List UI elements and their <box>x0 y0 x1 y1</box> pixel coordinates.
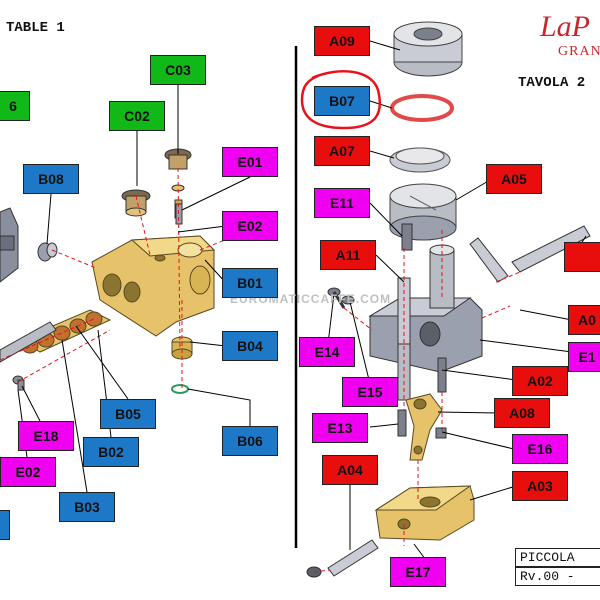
label-e16: E16 <box>512 434 568 464</box>
title-block-name: PICCOLA <box>515 548 600 567</box>
label-a09: A09 <box>314 26 370 56</box>
label-a11: A11 <box>320 240 376 270</box>
label-6-text: 6 <box>9 98 17 114</box>
left-table-title: TABLE 1 <box>6 20 65 36</box>
screw-e01 <box>175 203 183 225</box>
label-a05: A05 <box>486 164 542 194</box>
brand-subtitle: GRAN <box>558 44 600 59</box>
label-e18: E18 <box>18 421 74 451</box>
pin-a0 <box>511 225 591 273</box>
label-e17: E17 <box>390 557 446 587</box>
screw-e13 <box>397 409 407 437</box>
screw-e18 <box>12 375 25 391</box>
right-axes <box>313 230 521 573</box>
side-block <box>0 207 19 283</box>
label-a04: A04 <box>322 455 378 485</box>
label-b05: B05 <box>100 399 156 429</box>
gasket-b07 <box>390 94 454 122</box>
label-e02-top: E02 <box>222 211 278 241</box>
label-b03: B03 <box>59 492 115 522</box>
screw-e15 <box>341 295 355 305</box>
label-a03: A03 <box>512 471 568 501</box>
fitting-b08 <box>37 242 58 262</box>
label-e14: E14 <box>299 337 355 367</box>
brand-logo: LaP <box>540 10 591 43</box>
label-b08: B08 <box>23 164 79 194</box>
manifold-body <box>91 235 216 337</box>
label-e1-text: E1 <box>578 349 596 365</box>
oring-b06 <box>171 384 189 394</box>
shaft-e11 <box>401 223 413 251</box>
label-e15: E15 <box>342 377 398 407</box>
pin-a04 <box>327 539 379 577</box>
label-a07: A07 <box>314 136 370 166</box>
group-nut-a09 <box>393 21 463 77</box>
label-e1: E1 <box>568 342 600 372</box>
label-c02: C02 <box>109 101 165 131</box>
shower-screen-a07 <box>389 147 451 173</box>
label-b04: B04 <box>222 331 278 361</box>
label-b07: B07 <box>314 86 370 116</box>
label-left-edge-blue <box>0 510 10 540</box>
b07-highlight <box>300 70 382 130</box>
screw-e14 <box>327 287 346 309</box>
label-e13: E13 <box>312 413 368 443</box>
label-a0-top <box>564 242 600 272</box>
label-a02: A02 <box>512 366 568 396</box>
lever-a08 <box>405 393 443 461</box>
label-a0-text: A0 <box>578 312 596 328</box>
thermostat-c02 <box>121 189 151 217</box>
base-block-a03 <box>374 485 475 541</box>
label-e11: E11 <box>314 188 370 218</box>
cylinder-a05 <box>389 183 457 241</box>
valve-b04 <box>171 336 193 360</box>
label-b01: B01 <box>222 268 278 298</box>
label-e02-low: E02 <box>0 457 56 487</box>
label-b06: B06 <box>222 426 278 456</box>
screw-a02 <box>437 357 447 393</box>
right-table-title: TAVOLA 2 <box>518 75 586 91</box>
title-block-revision: Rv.00 - <box>515 567 600 586</box>
rod-left <box>0 321 57 363</box>
label-b02: B02 <box>83 437 139 467</box>
tube <box>469 237 509 283</box>
label-a0: A0 <box>568 305 600 335</box>
label-e01: E01 <box>222 147 278 177</box>
left-leaders <box>17 85 251 493</box>
label-c03: C03 <box>150 55 206 85</box>
label-6: 6 <box>0 91 30 121</box>
label-a08: A08 <box>494 398 550 428</box>
left-axes <box>0 167 251 390</box>
